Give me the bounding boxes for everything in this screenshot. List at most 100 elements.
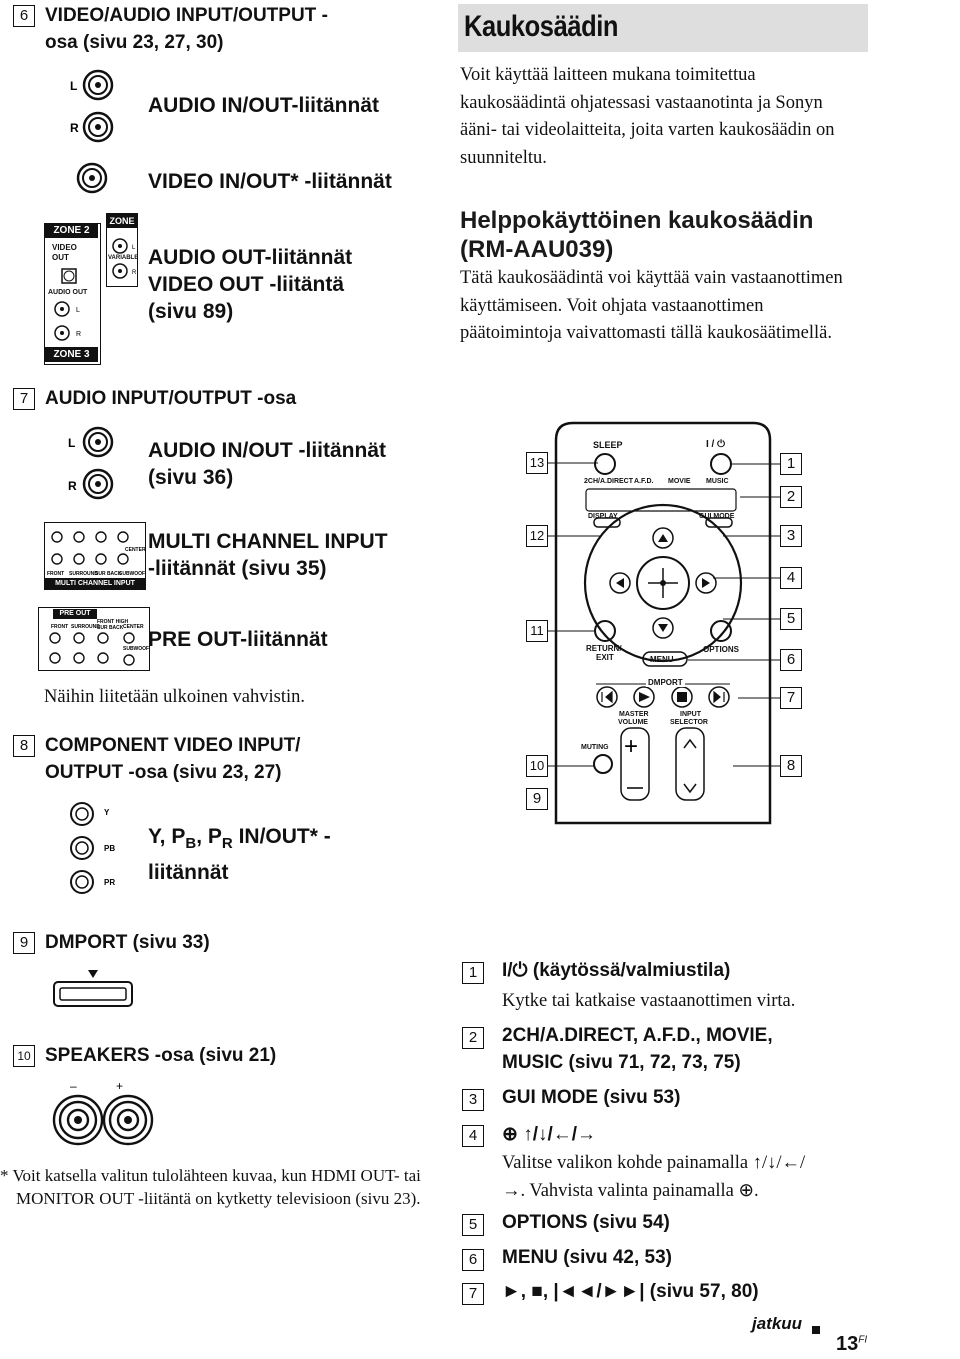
multi-channel-line2: -liitännät (sivu 35) [148,557,327,580]
pre-out-panel: PRE OUT FRONT SURROUND FRONT HIGH SUR BA… [38,607,150,671]
remote-music-label: MUSIC [706,478,729,485]
section-title-line2: osa (sivu 23, 27, 30) [45,32,224,53]
ypbpr-sub-r: R [221,835,233,853]
zone-labels: AUDIO OUT-liitännät VIDEO OUT -liitäntä … [148,244,352,325]
svg-text:PB: PB [104,844,115,853]
section-title-line2: OUTPUT -osa (sivu 23, 27) [45,762,282,783]
svg-text:SUR BACK: SUR BACK [97,625,124,631]
component-jacks: Y PB PR [70,802,115,894]
zone3-label: ZONE 3 [45,347,98,362]
multi-channel-small-label: MULTI CHANNEL INPUT [45,578,145,589]
section-title: DMPORT (sivu 33) [45,932,210,953]
ypbpr-mid: , P [196,825,222,848]
item-number: 1 [462,962,484,984]
remote-volume-label: VOLUME [618,719,648,726]
callout-5: 5 [780,608,802,630]
remote-afd-label: A.F.D. [634,478,654,485]
section-title: VIDEO/AUDIO INPUT/OUTPUT - [45,5,328,26]
remote-exit-label: EXIT [596,653,614,662]
ypbpr-y: Y, P [148,825,186,848]
intro-text: Voit käyttää laitteen mukana toimitettua… [460,65,835,168]
dmport-connector [53,970,133,1007]
section-number: 6 [13,5,35,27]
video-inout-jack [76,162,108,194]
zone2b-label: ZONE 2 [107,214,137,240]
svg-text:+: + [116,1079,123,1093]
callout-12: 12 [526,525,548,547]
svg-text:L: L [68,436,75,450]
section-number: 7 [13,388,35,410]
remote-selector-label: SELECTOR [670,719,708,726]
svg-text:L: L [70,79,77,93]
svg-text:Y: Y [104,808,110,817]
item-number: 7 [462,1283,484,1305]
svg-text:FRONT HIGH: FRONT HIGH [97,619,128,625]
item-desc-line2: →. Vahvista valinta painamalla ⊕. [502,1181,759,1201]
remote-master-label: MASTER [619,711,649,718]
item-number: 6 [462,1249,484,1271]
video-inout-label: VIDEO IN/OUT* -liitännät [148,170,392,193]
audio-inout36-line2: (sivu 36) [148,466,234,489]
callout-4: 4 [780,567,802,589]
callout-2: 2 [780,486,802,508]
callout-7: 7 [780,687,802,709]
video-out-small-label: VIDEO OUT [52,243,77,262]
svg-text:L: L [132,245,136,251]
section-title: SPEAKERS -osa (sivu 21) [45,1045,277,1066]
callout-13: 13 [526,452,548,474]
remote-movie-label: MOVIE [668,478,691,485]
svg-text:+: + [624,733,638,760]
ypbpr-label: Y, PB, PR IN/OUT* - liitännät [148,822,331,887]
svg-text:SUBWOOFER: SUBWOOFER [119,571,145,577]
remote-input-label: INPUT [680,711,701,718]
remote-direct-label: 2CH/A.DIRECT [584,478,634,485]
zone-audio-out-label: AUDIO OUT-liitännät [148,246,353,269]
pre-out-small-label: PRE OUT [53,609,97,619]
page-number: 13FI [836,1333,867,1356]
callout-1: 1 [780,453,802,475]
svg-text:PR: PR [104,878,115,887]
audio-inout-label: AUDIO IN/OUT-liitännät [148,94,379,117]
callout-3: 3 [780,525,802,547]
remote-return-label: RETURN/ [586,644,622,653]
helppo-text: Tätä kaukosäädintä voi käyttää vain vast… [460,268,843,343]
item-label: MENU (sivu 42, 53) [502,1247,672,1268]
multi-channel-label: MULTI CHANNEL INPUT -liitännät (sivu 35) [148,528,388,582]
svg-text:CENTER: CENTER [125,547,145,553]
remote-dmport-label: DMPORT [646,678,685,687]
svg-text:R: R [132,270,137,276]
jatkuu-arrow [812,1326,820,1334]
svg-text:L: L [76,307,80,314]
callout-11: 11 [526,620,548,642]
section-title: AUDIO INPUT/OUTPUT -osa [45,388,297,409]
zone-page-ref: (sivu 89) [148,300,234,323]
zone-panel: ZONE 2 VIDEO OUT AUDIO OUT ZONE 3 ZONE 2… [44,213,140,365]
svg-text:FRONT: FRONT [51,624,68,630]
pre-out-label: PRE OUT-liitännät [148,628,328,651]
kaukosaadin-heading: Kaukosäädin [464,10,619,43]
remote-options-label: OPTIONS [703,645,740,654]
svg-text:R: R [70,121,79,135]
multi-channel-line1: MULTI CHANNEL INPUT [148,530,388,553]
speaker-terminals: –+ [52,1079,154,1146]
callout-6: 6 [780,649,802,671]
callout-lines [548,462,780,767]
remote-sleep-label: SLEEP [593,440,623,450]
svg-text:SURROUND: SURROUND [71,624,100,630]
helppo-heading-line2: (RM-AAU039) [460,236,614,263]
item-label: OPTIONS (sivu 54) [502,1212,670,1233]
item-label: ⊕ ↑/↓/←/→ [502,1124,597,1145]
page-number-value: 13 [836,1333,859,1355]
item-desc: Kytke tai katkaise vastaanottimen virta. [502,991,796,1011]
svg-text:SUBWOOFER: SUBWOOFER [123,646,149,652]
ypbpr-sub-b: B [185,835,197,853]
item-number: 3 [462,1089,484,1111]
remote-muting-label: MUTING [581,744,609,751]
item-label-line2: MUSIC (sivu 71, 72, 73, 75) [502,1052,741,1073]
remote-guimode-label: GUI MODE [699,513,735,520]
helppo-heading-line1: Helppokäyttöinen kaukosäädin [460,207,814,234]
variable-small-label: VARIABLE [108,255,139,261]
footnote: * Voit katsella valitun tulolähteen kuva… [0,1166,421,1208]
item-number: 2 [462,1027,484,1049]
multi-channel-panel: CENTER FRONT SURROUND SUR BACK SUBWOOFER… [44,522,146,590]
